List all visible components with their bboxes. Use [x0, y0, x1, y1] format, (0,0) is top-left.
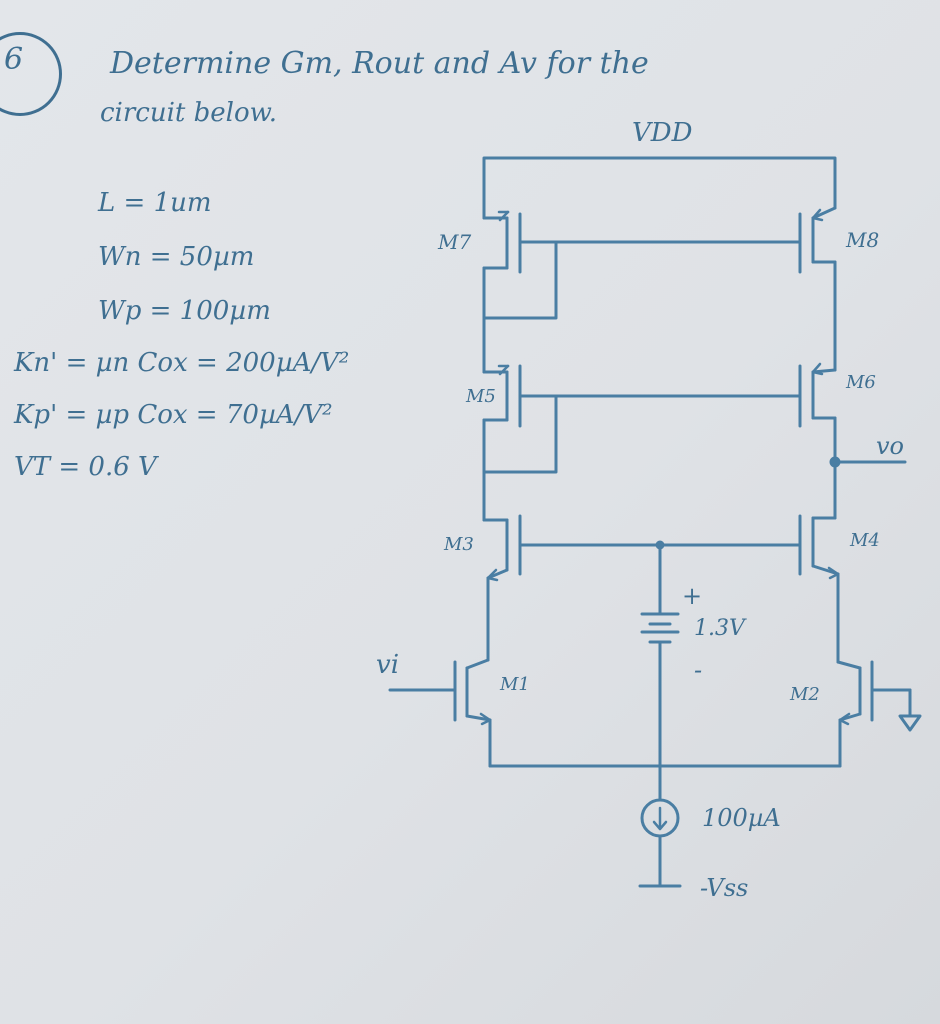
m7-diode	[482, 240, 558, 320]
problem-title-line2: circuit below.	[100, 98, 278, 128]
problem-number: 6	[4, 42, 24, 77]
vdd-rail	[482, 156, 837, 220]
label-battery-minus: -	[694, 656, 703, 684]
label-m1: M1	[500, 674, 530, 695]
label-battery-plus: +	[682, 582, 703, 610]
label-m3: M3	[444, 534, 474, 555]
label-m6: M6	[846, 372, 876, 393]
transistor-m3	[482, 470, 522, 662]
transistor-m2	[836, 660, 922, 768]
param-length: L = 1um	[98, 188, 212, 218]
label-m5: M5	[466, 386, 496, 407]
label-m7: M7	[438, 230, 472, 254]
label-vi: vi	[376, 650, 400, 680]
label-vss: -Vss	[700, 874, 749, 902]
param-vt: VT = 0.6 V	[14, 452, 157, 482]
label-m8: M8	[846, 228, 880, 252]
param-kn: Kn' = µn Cox = 200µA/V²	[14, 348, 350, 378]
label-battery: 1.3V	[694, 616, 745, 641]
battery-1p3v	[640, 543, 680, 768]
label-vdd: VDD	[632, 118, 693, 148]
transistor-m6	[798, 362, 837, 520]
transistor-m8	[798, 206, 837, 372]
transistor-m1	[388, 658, 492, 768]
param-wp: Wp = 100µm	[98, 296, 271, 326]
transistor-m4	[798, 514, 840, 664]
label-m4: M4	[850, 530, 880, 551]
problem-title-line1: Determine Gm, Rout and Av for the	[110, 46, 649, 81]
label-m2: M2	[790, 684, 820, 705]
param-kp: Kp' = µp Cox = 70µA/V²	[14, 400, 333, 430]
problem-number-circle	[0, 32, 62, 116]
m5-diode	[482, 394, 558, 474]
label-current: 100µA	[702, 804, 781, 832]
transistor-m7	[482, 210, 522, 320]
label-vo: vo	[876, 432, 905, 460]
param-wn: Wn = 50µm	[98, 242, 255, 272]
